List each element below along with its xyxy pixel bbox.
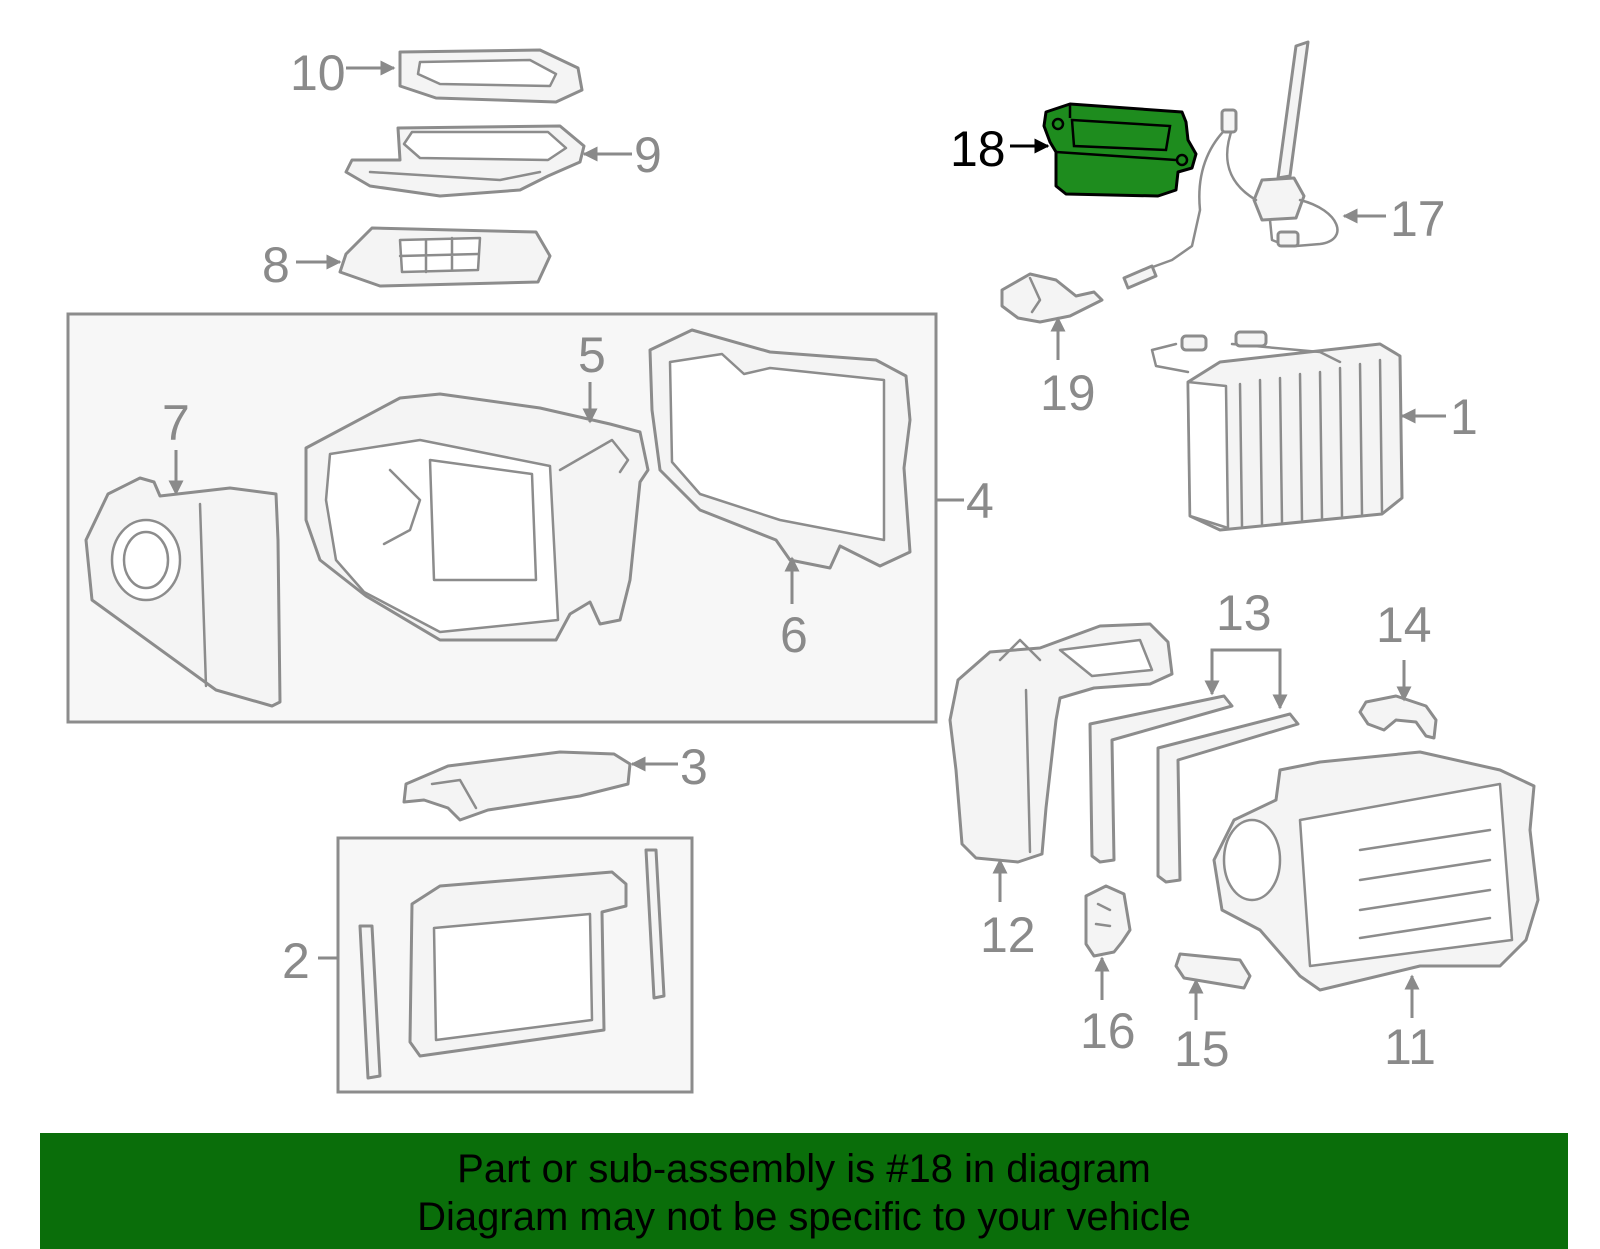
part-9-duct[interactable] xyxy=(344,124,586,198)
part-6-gasket[interactable] xyxy=(648,328,912,570)
part-8-filter[interactable] xyxy=(338,226,552,288)
part-13-seals[interactable] xyxy=(1088,694,1300,884)
leader-13-bracket xyxy=(1210,648,1282,706)
callout-15: 15 xyxy=(1174,1021,1230,1077)
part-16-actuator[interactable] xyxy=(1084,884,1132,958)
part-2-heater-core-frame[interactable] xyxy=(358,848,666,1080)
callout-5: 5 xyxy=(578,327,606,383)
part-3-cap[interactable] xyxy=(402,750,632,822)
callout-16: 16 xyxy=(1080,1003,1136,1059)
callout-4: 4 xyxy=(966,473,994,529)
callout-18: 18 xyxy=(950,121,1006,177)
part-15-seal-strip[interactable] xyxy=(1174,952,1252,990)
part-17-sensor[interactable] xyxy=(1122,40,1339,290)
callout-11: 11 xyxy=(1384,1019,1436,1075)
callout-1: 1 xyxy=(1450,389,1478,445)
callout-7: 7 xyxy=(162,395,190,451)
part-10-seal[interactable] xyxy=(398,48,584,104)
callout-6: 6 xyxy=(780,607,808,663)
part-12-air-duct[interactable] xyxy=(948,622,1174,864)
callout-13: 13 xyxy=(1216,585,1272,641)
part-1-evaporator-core[interactable] xyxy=(1150,330,1404,532)
callout-3: 3 xyxy=(680,739,708,795)
banner-line-2: Diagram may not be specific to your vehi… xyxy=(417,1195,1191,1239)
callout-17: 17 xyxy=(1390,191,1446,247)
callout-8: 8 xyxy=(262,237,290,293)
part-5-heater-housing[interactable] xyxy=(304,392,650,642)
part-18-highlighted-bracket[interactable] xyxy=(1042,102,1198,198)
info-banner: Part or sub-assembly is #18 in diagram D… xyxy=(40,1133,1568,1249)
callout-9: 9 xyxy=(634,127,662,183)
callout-19: 19 xyxy=(1040,365,1096,421)
part-11-blower-housing[interactable] xyxy=(1212,750,1540,992)
part-7-cover-panel[interactable] xyxy=(84,476,282,708)
banner-line-1: Part or sub-assembly is #18 in diagram xyxy=(457,1147,1151,1191)
callout-12: 12 xyxy=(980,907,1036,963)
callout-10: 10 xyxy=(290,45,346,101)
callout-2: 2 xyxy=(282,933,310,989)
part-19-clip[interactable] xyxy=(1000,272,1104,324)
part-14-bracket[interactable] xyxy=(1358,694,1438,740)
callout-14: 14 xyxy=(1376,597,1432,653)
